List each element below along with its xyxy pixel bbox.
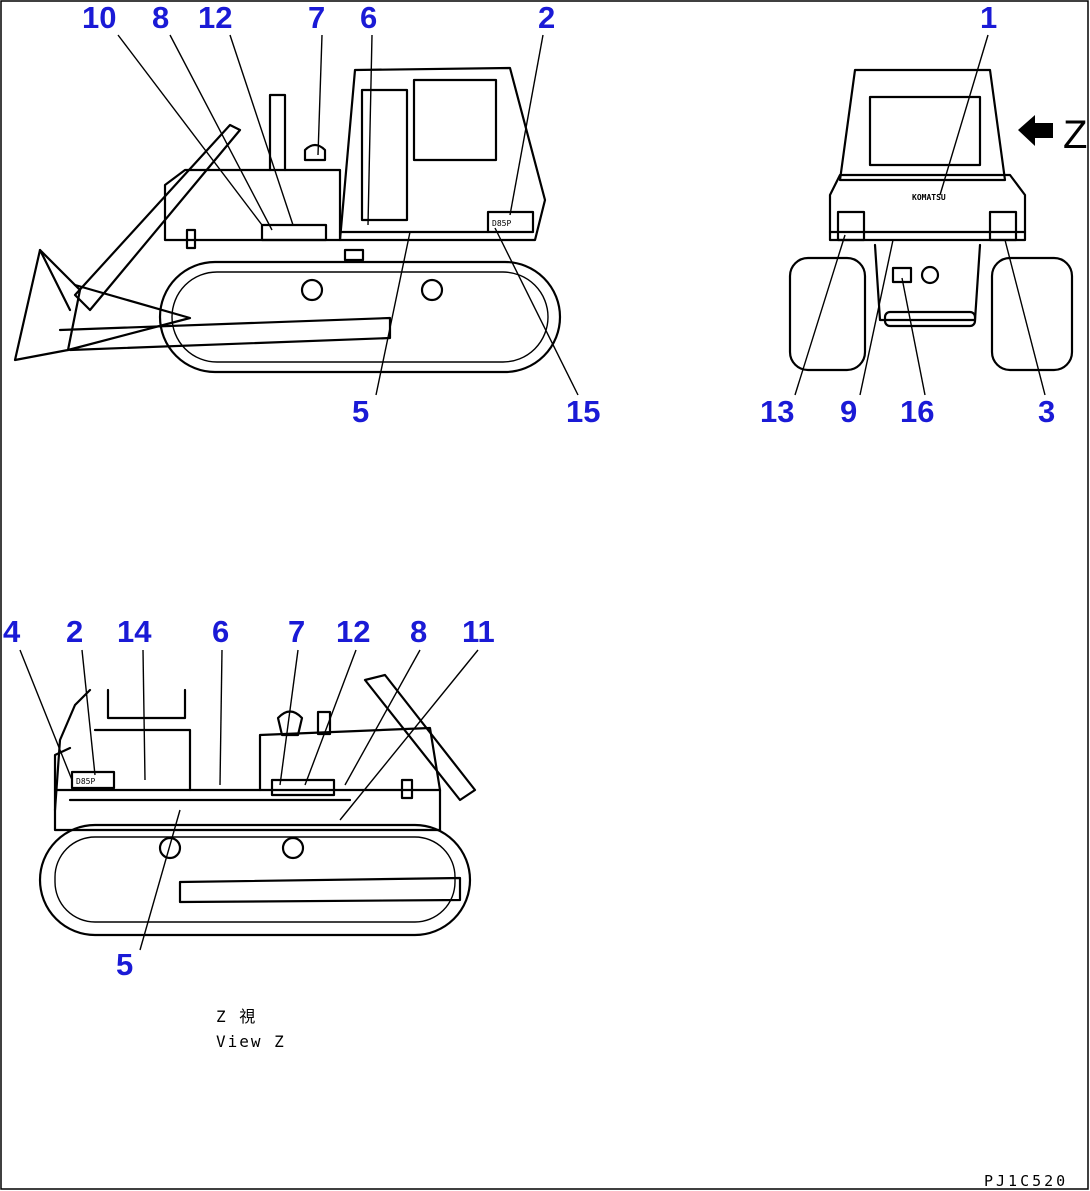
svg-text:D85P: D85P	[492, 219, 511, 228]
view-z-caption-jp: Z 視	[216, 1007, 257, 1026]
view-z-arrow	[1018, 115, 1053, 146]
callout-3: 3	[1038, 394, 1055, 429]
svg-text:KOMATSU: KOMATSU	[912, 193, 946, 202]
hood-decal	[260, 223, 328, 242]
rear-decal-16	[891, 266, 913, 284]
svg-text:D85P: D85P	[76, 777, 95, 786]
callout-9: 9	[840, 394, 857, 429]
rear-callouts: 1 13 9 16 3	[760, 0, 1055, 429]
drawing-code: PJ1C520	[984, 1172, 1068, 1190]
callout-6: 6	[212, 614, 229, 649]
side-callouts: 10 8 12 7 6 2 5 15	[82, 0, 600, 429]
air-intake	[303, 143, 327, 162]
view-z-caption-en: View Z	[216, 1032, 286, 1051]
callout-5: 5	[116, 947, 133, 982]
z-track	[38, 823, 472, 937]
callout-7: 7	[288, 614, 305, 649]
right-track-rear	[990, 256, 1074, 372]
cab	[338, 66, 547, 242]
rear-view-bulldozer: KOMATSU Z	[788, 68, 1087, 372]
callout-12: 12	[336, 614, 370, 649]
rear-body	[828, 173, 1027, 242]
z-lift-cylinder	[363, 673, 477, 802]
callout-10: 10	[82, 0, 116, 35]
rear-cab	[838, 68, 1007, 182]
svg-text:Z: Z	[1063, 113, 1087, 157]
view-z-leader-lines	[19, 649, 479, 951]
push-arm	[58, 316, 392, 352]
callout-12: 12	[198, 0, 232, 35]
callout-13: 13	[760, 394, 794, 429]
engine-hood	[163, 168, 342, 242]
z-hood-decal	[270, 778, 336, 797]
callout-6: 6	[360, 0, 377, 35]
side-leader-lines	[117, 34, 579, 396]
callout-7: 7	[308, 0, 325, 35]
callout-5: 5	[352, 394, 369, 429]
callout-2: 2	[66, 614, 83, 649]
callout-8: 8	[410, 614, 427, 649]
track	[158, 260, 562, 374]
callout-16: 16	[900, 394, 934, 429]
view-z-bulldozer: D85P	[38, 673, 477, 937]
lift-cylinder	[73, 123, 242, 312]
callout-15: 15	[566, 394, 600, 429]
side-view-bulldozer: D85P	[13, 66, 562, 374]
callout-4: 4	[3, 614, 21, 649]
callout-11: 11	[462, 614, 495, 649]
callout-14: 14	[117, 614, 152, 649]
view-z-callouts: 4 2 14 6 7 12 8 11 5	[3, 614, 495, 982]
callout-8: 8	[152, 0, 169, 35]
callout-2: 2	[538, 0, 555, 35]
callout-1: 1	[980, 0, 997, 35]
left-track-rear	[788, 256, 867, 372]
rear-leader-lines	[794, 34, 1046, 396]
exhaust-stack	[268, 93, 287, 172]
